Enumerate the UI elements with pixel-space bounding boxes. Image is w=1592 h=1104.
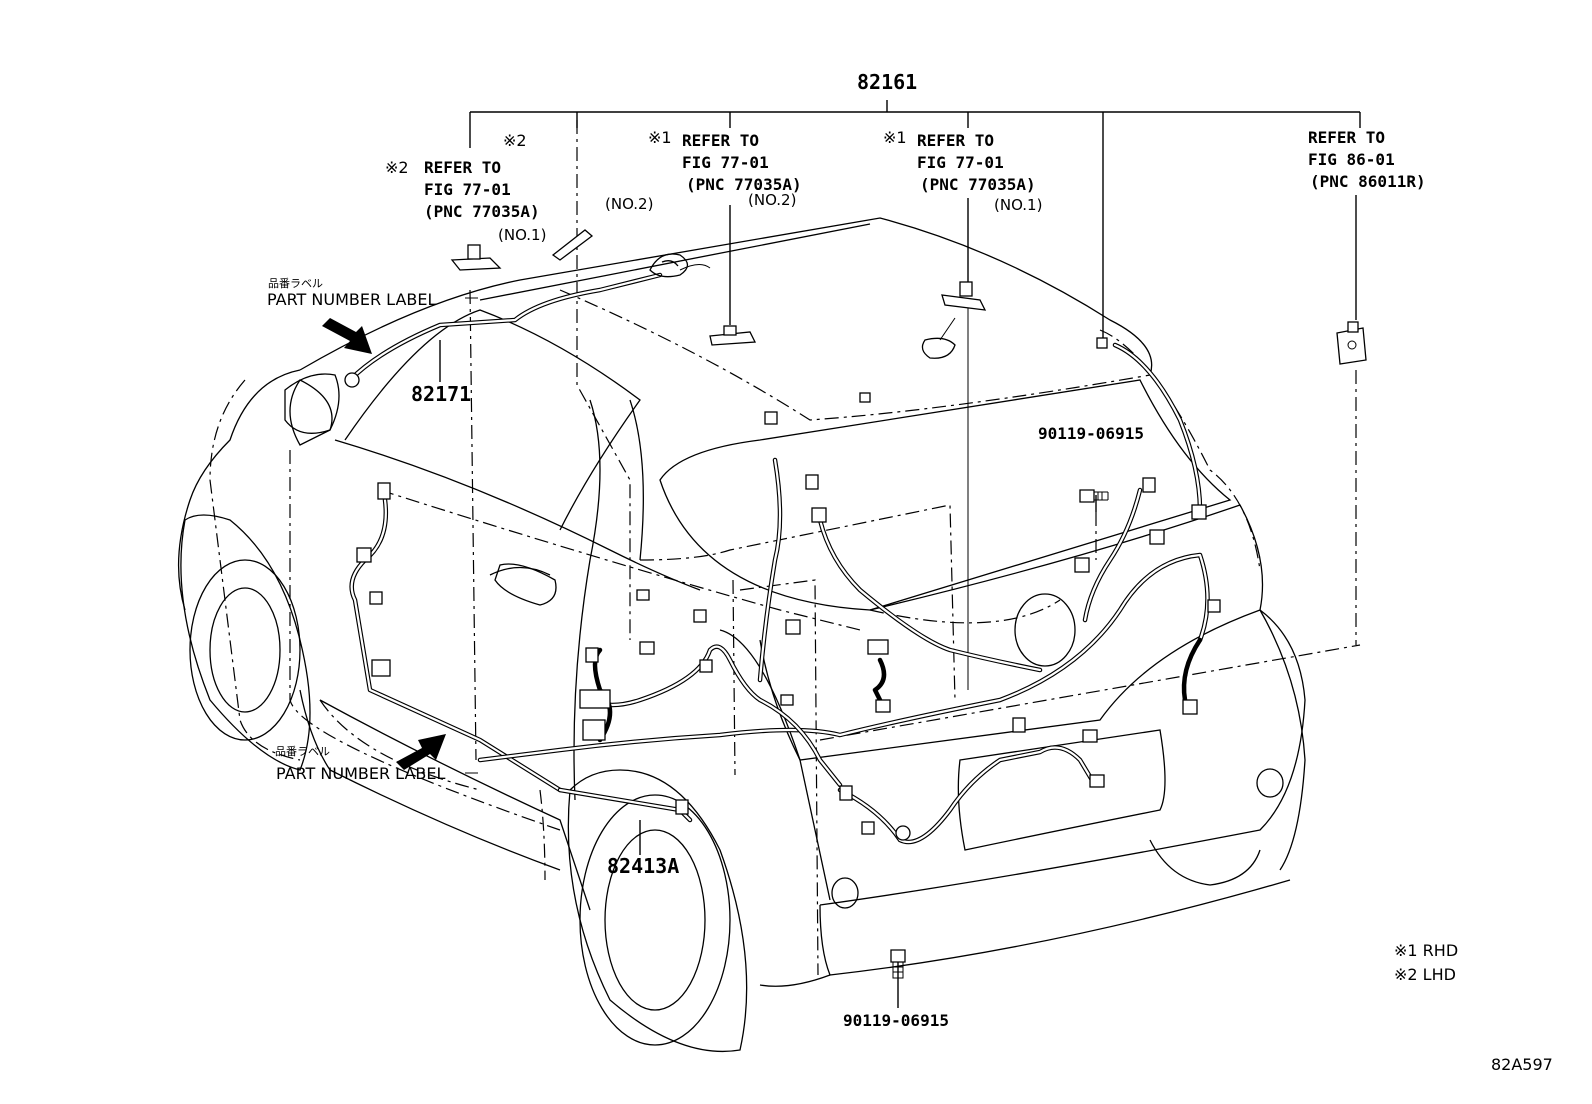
rhd-refer-text-a: REFER TO (682, 131, 760, 150)
connectors (344, 337, 1221, 841)
part-label-jp-bottom: 品番ラベル (275, 745, 330, 758)
lhd-top-mark: ※2 (503, 131, 527, 150)
part-label-en-top: PART NUMBER LABEL (267, 290, 437, 309)
part-number-82171: 82171 (411, 382, 472, 406)
rhd-no1-text: (NO.1) (994, 196, 1043, 214)
right-fig-text: FIG 86-01 (1308, 150, 1395, 169)
rhd-pnc-text-a: (PNC 77035A) (686, 175, 802, 194)
bolt-part-number-top: 90119-06915 (1038, 424, 1144, 443)
car-body-outline (177, 217, 1306, 1053)
lhd-fig-text: FIG 77-01 (424, 180, 511, 199)
rhd-pnc-text-b: (PNC 77035A) (920, 175, 1036, 194)
rhd-refer-mark-b: ※1 (883, 128, 907, 147)
right-pnc-text: (PNC 86011R) (1310, 172, 1426, 191)
lhd-refer-mark: ※2 (385, 158, 409, 177)
bolt-part-number-bottom: 90119-06915 (843, 1011, 949, 1030)
part-label-en-bottom: PART NUMBER LABEL (276, 764, 446, 783)
rhd-refer-mark-a: ※1 (648, 128, 672, 147)
lhd-refer-text: REFER TO (424, 158, 502, 177)
lhd-no2-text: (NO.2) (605, 195, 654, 213)
wire-harness (347, 272, 1210, 845)
figure-code: 82A597 (1491, 1055, 1553, 1074)
small-parts (450, 229, 1367, 979)
leader-lines (439, 100, 1361, 1008)
label-arrows (322, 318, 446, 770)
rhd-refer-text-b: REFER TO (917, 131, 995, 150)
main-part-number: 82161 (857, 70, 918, 94)
rhd-fig-text-b: FIG 77-01 (917, 153, 1004, 172)
lhd-pnc-text: (PNC 77035A) (424, 202, 540, 221)
lhd-no1-text: (NO.1) (498, 226, 547, 244)
note-rhd: ※1 RHD (1394, 941, 1459, 960)
right-refer-text: REFER TO (1308, 128, 1386, 147)
rhd-fig-text-a: FIG 77-01 (682, 153, 769, 172)
part-label-jp-top: 品番ラベル (268, 277, 323, 290)
dashed-guide-lines (209, 120, 1361, 976)
part-number-82413a: 82413A (607, 854, 680, 878)
rhd-no2-text: (NO.2) (748, 191, 797, 209)
note-lhd: ※2 LHD (1394, 965, 1456, 984)
